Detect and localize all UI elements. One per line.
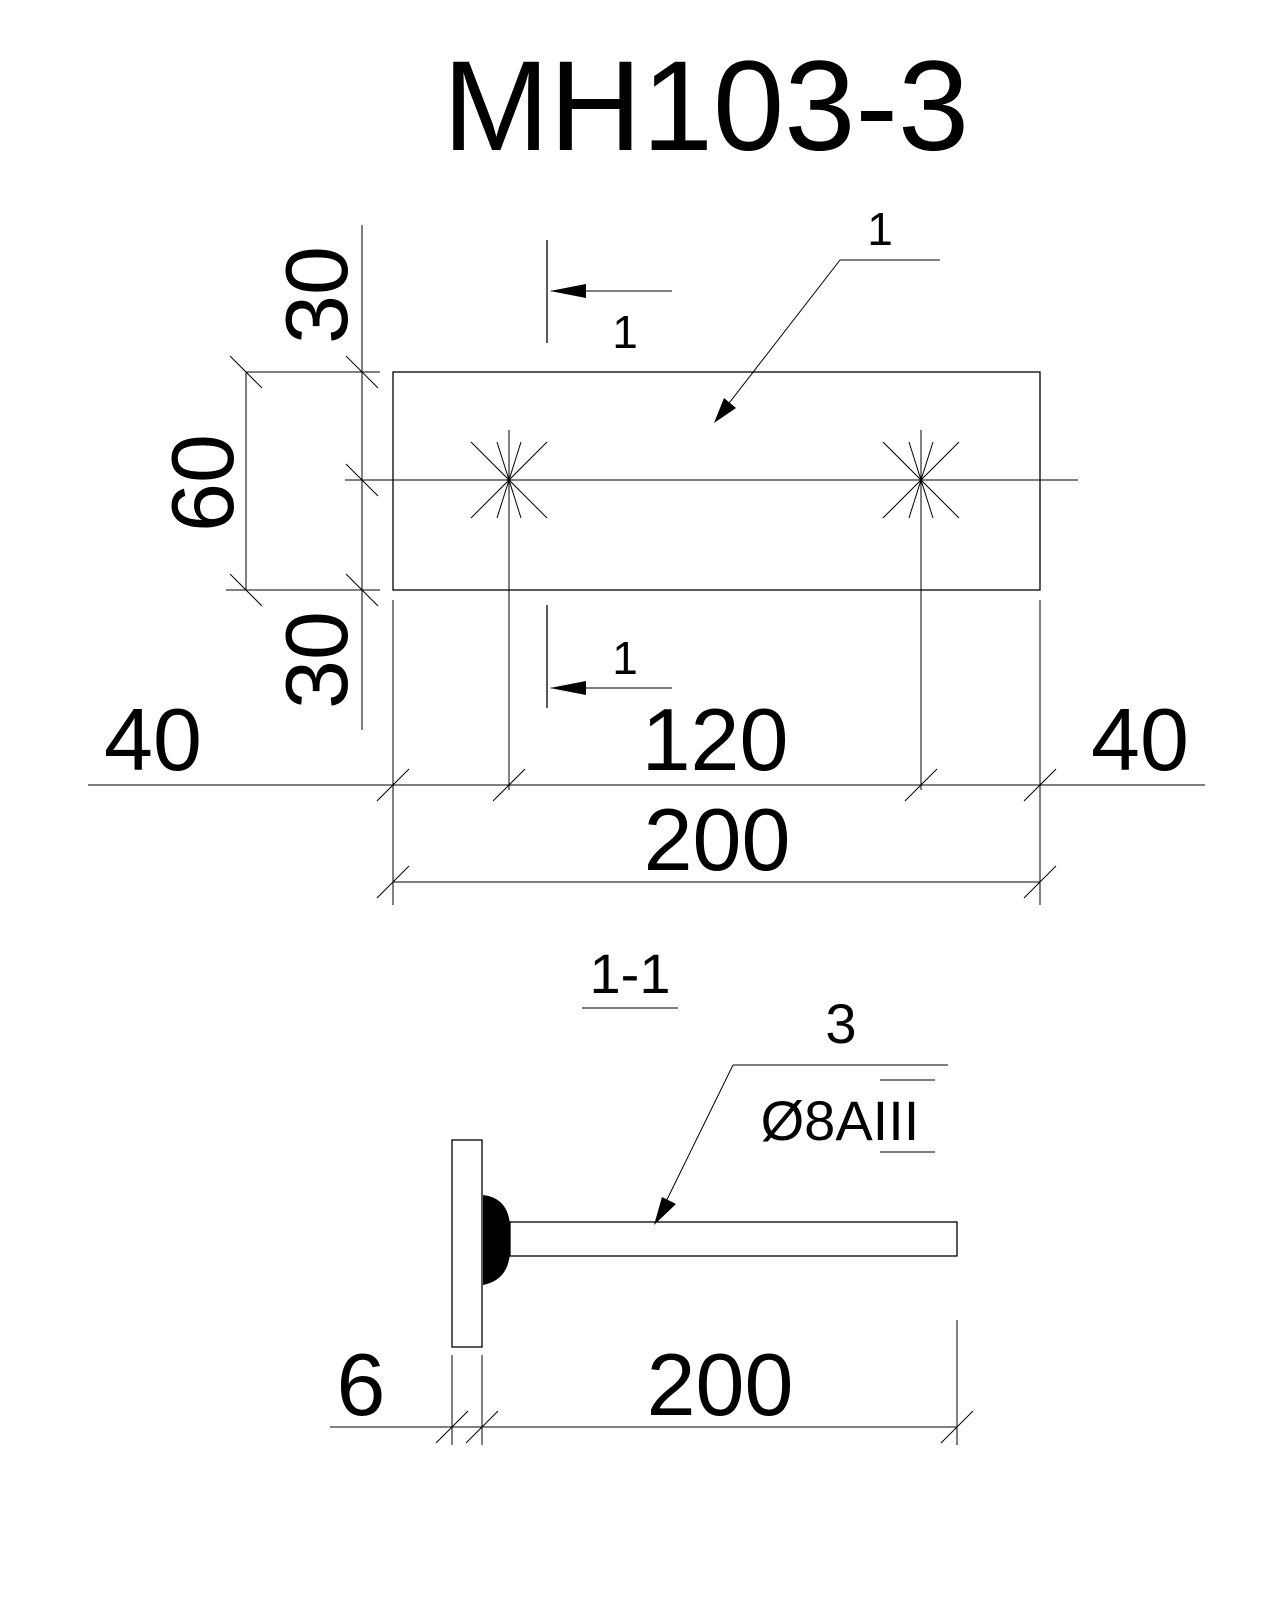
dim-bottom-30: 30 — [267, 611, 366, 709]
section-mark-bottom: 1 — [546, 605, 672, 708]
section-mark-top-label: 1 — [612, 306, 638, 358]
horizontal-dimensions: 40 120 40 200 — [88, 600, 1205, 905]
section-mark-bottom-label: 1 — [612, 632, 638, 684]
section-view: 1-1 3 Ø8AIII 6 200 — [330, 942, 974, 1445]
weld-bead — [483, 1195, 510, 1285]
dim-total-200: 200 — [644, 790, 791, 889]
callout-part-1-label: 1 — [867, 203, 893, 255]
dim-left-40: 40 — [104, 690, 202, 789]
dim-length-200: 200 — [647, 1335, 794, 1434]
anchor-bar — [509, 1221, 958, 1257]
callout-part-1: 1 — [714, 203, 940, 423]
section-dimensions: 6 200 — [330, 1320, 974, 1445]
callout-spec-label: Ø8AIII — [761, 1089, 920, 1152]
dim-middle-120: 120 — [642, 690, 789, 789]
drawing-title: MH103-3 — [443, 35, 969, 178]
section-label: 1-1 — [590, 942, 671, 1005]
dim-height-60: 60 — [153, 434, 252, 532]
dim-plate-6: 6 — [337, 1335, 386, 1434]
plate-section — [451, 1139, 483, 1348]
vertical-dimensions: 30 60 30 — [153, 225, 380, 730]
dim-top-30: 30 — [267, 246, 366, 344]
callout-part-3: 3 Ø8AIII — [654, 992, 948, 1225]
dim-right-40: 40 — [1091, 690, 1189, 789]
callout-part-3-label: 3 — [825, 992, 856, 1055]
hole-marker-left — [470, 430, 548, 790]
hole-marker-right — [882, 430, 960, 790]
section-mark-top: 1 — [546, 240, 672, 358]
plate-outline — [392, 371, 1041, 591]
plan-view: 1 1 1 30 60 — [88, 203, 1205, 905]
